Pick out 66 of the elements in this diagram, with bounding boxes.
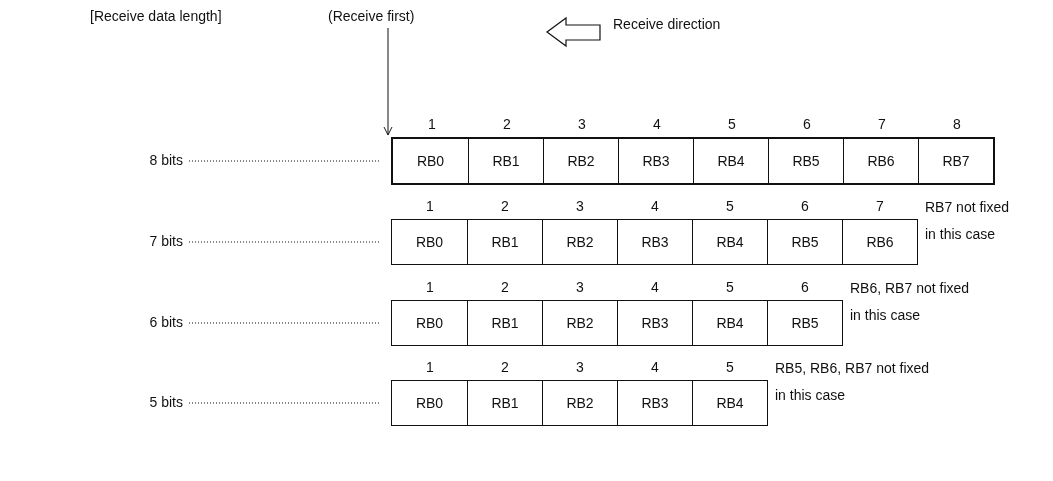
length-label: 6 bits bbox=[149, 314, 183, 330]
bit-number: 7 bbox=[878, 116, 886, 132]
bit-name: RB0 bbox=[415, 395, 444, 411]
bit-number: 7 bbox=[876, 198, 884, 214]
bit-number: 1 bbox=[428, 116, 436, 132]
bit-name: RB0 bbox=[416, 153, 445, 169]
bit-number: 3 bbox=[578, 116, 586, 132]
bit-number: 3 bbox=[576, 359, 584, 375]
heading-label: Receive direction bbox=[613, 16, 721, 32]
bit-number: 5 bbox=[726, 279, 734, 295]
bit-name: RB5 bbox=[791, 234, 819, 250]
bit-name: RB4 bbox=[716, 315, 744, 331]
bit-name: RB3 bbox=[641, 234, 669, 250]
bit-name: RB1 bbox=[491, 395, 519, 411]
leader-line bbox=[188, 160, 382, 162]
bit-number: 2 bbox=[501, 359, 509, 375]
note: RB5, RB6, RB7 not fixed in this case bbox=[775, 359, 931, 405]
bit-name: RB2 bbox=[566, 395, 594, 411]
bit-number: 1 bbox=[426, 359, 434, 375]
bit-name: RB3 bbox=[642, 153, 670, 169]
bit-number: 6 bbox=[803, 116, 811, 132]
leader-line bbox=[188, 241, 382, 243]
length-label: 5 bits bbox=[149, 394, 183, 410]
bit-name: RB2 bbox=[566, 315, 594, 331]
bit-name: RB5 bbox=[791, 315, 819, 331]
bit-name: RB4 bbox=[717, 153, 745, 169]
bit-number: 4 bbox=[651, 198, 659, 214]
bit-number: 2 bbox=[503, 116, 511, 132]
bit-number: 4 bbox=[651, 279, 659, 295]
bit-number: 6 bbox=[801, 279, 809, 295]
bit-name: RB1 bbox=[491, 234, 519, 250]
note: RB6, RB7 not fixed in this case bbox=[850, 279, 971, 325]
bit-name: RB4 bbox=[716, 234, 744, 250]
bit-name: RB0 bbox=[415, 234, 444, 250]
bit-name: RB1 bbox=[492, 153, 520, 169]
bit-name: RB4 bbox=[716, 395, 744, 411]
bit-number: 3 bbox=[576, 198, 584, 214]
bit-name: RB2 bbox=[566, 234, 594, 250]
heading-label: [Receive data length] bbox=[90, 8, 222, 24]
bit-number: 3 bbox=[576, 279, 584, 295]
bit-number: 5 bbox=[728, 116, 736, 132]
bit-name: RB7 bbox=[942, 153, 970, 169]
length-label: 8 bits bbox=[149, 152, 183, 168]
leader-line bbox=[188, 402, 382, 404]
bit-name: RB6 bbox=[867, 153, 895, 169]
bit-number: 5 bbox=[726, 359, 734, 375]
bit-number: 4 bbox=[653, 116, 661, 132]
bit-name: RB5 bbox=[792, 153, 820, 169]
bit-number: 2 bbox=[501, 198, 509, 214]
bit-name: RB6 bbox=[866, 234, 894, 250]
bit-number: 6 bbox=[801, 198, 809, 214]
bit-name: RB2 bbox=[567, 153, 595, 169]
leader-line bbox=[188, 322, 382, 324]
bit-name: RB1 bbox=[491, 315, 519, 331]
bit-number: 5 bbox=[726, 198, 734, 214]
length-label: (Receive first) bbox=[328, 8, 415, 24]
length-label: 7 bits bbox=[149, 233, 183, 249]
bit-name: RB3 bbox=[641, 395, 669, 411]
bit-number: 4 bbox=[651, 359, 659, 375]
bit-name: RB3 bbox=[641, 315, 669, 331]
bit-name: RB0 bbox=[415, 315, 444, 331]
note: RB7 not fixed in this case bbox=[925, 198, 1011, 244]
bit-number: 1 bbox=[426, 198, 434, 214]
bit-number: 8 bbox=[953, 116, 961, 132]
bit-number: 1 bbox=[426, 279, 434, 295]
bit-number: 2 bbox=[501, 279, 509, 295]
